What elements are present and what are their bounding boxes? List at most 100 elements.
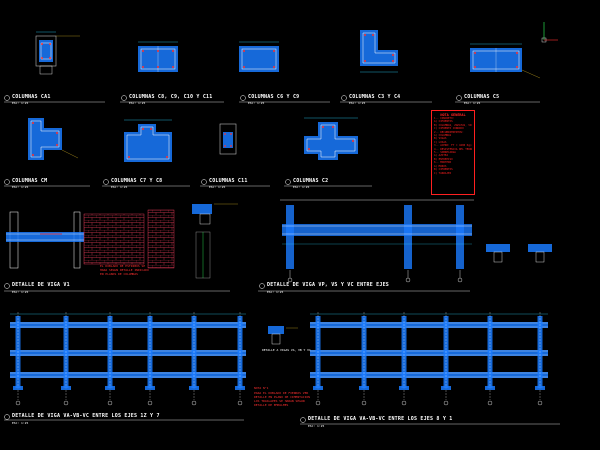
column-c4 <box>360 30 398 73</box>
scale-cm: ESC: 1:25 <box>12 185 29 189</box>
scale-viga-vp: ESC: 1:25 <box>267 290 284 294</box>
frame-beam <box>10 350 246 356</box>
general-notes-list: 1.- CONCRETO: A) CIMIENTOS B) COLUMNAS, … <box>434 117 472 175</box>
bottom-note-title: NOTA N°1 <box>254 386 269 390</box>
frame-footing <box>359 386 369 390</box>
general-note-line: A) MUROS <box>434 164 447 168</box>
label-cm: COLUMNAS CM <box>12 178 48 184</box>
frame-axis-bubble <box>537 400 543 406</box>
frame-axis-bubble <box>401 400 407 406</box>
frame-left <box>10 312 246 406</box>
mid-section <box>268 326 298 345</box>
beam-v1-section <box>192 203 238 279</box>
frame-beam <box>310 350 548 356</box>
label-c2: COLUMNAS C2 <box>293 178 329 184</box>
general-note-line: C) CIMIENTO CORRIDO <box>434 127 464 131</box>
scale-c2: ESC: 1:25 <box>293 185 310 189</box>
general-note-line: C) TARRAJEO <box>434 171 452 175</box>
general-note-line: A) AZOTEA <box>434 154 449 158</box>
label-c6: COLUMNAS C6 Y C9 <box>248 94 300 100</box>
frame-footing <box>441 386 451 390</box>
scale-cb: ESC: 1:25 <box>129 101 146 105</box>
label-c11: COLUMNAS C11 <box>209 178 248 184</box>
frame-footing <box>535 386 545 390</box>
bottom-note-2: LOS TRASLAPES SE HARAN SEGUN <box>254 399 305 403</box>
label-c5: COLUMNAS C5 <box>464 94 500 100</box>
general-note-line: 4.- RESISTENCIA DEL TERRENO <box>434 147 472 151</box>
general-note-line: 2.- RECUBRIMIENTOS: <box>434 130 464 134</box>
scale-viga-v1: ESC: 1:25 <box>12 290 29 294</box>
frame-axis-bubble <box>107 400 113 406</box>
label-c7: COLUMNAS C7 Y C8 <box>111 178 163 184</box>
beam-v1-detail <box>6 209 175 269</box>
column-c6 <box>239 41 279 72</box>
frame-axis-bubble <box>237 400 243 406</box>
frame-footing <box>485 386 495 390</box>
general-note-line: B) CIMIENTOS <box>434 168 453 172</box>
frame-footing <box>61 386 71 390</box>
axis-icon <box>541 22 558 43</box>
detail-markers <box>4 95 462 423</box>
beam-vp-detail <box>280 199 474 283</box>
scale-c7: ESC: 1:25 <box>111 185 128 189</box>
frame-axis-bubble <box>315 400 321 406</box>
label-cb: COLUMNAS C8, C9, C10 Y C11 <box>129 94 213 100</box>
general-notes-box: NOTA GENERAL 1.- CONCRETO: A) CIMIENTOS … <box>431 110 475 195</box>
scale-viga-b: ESC: 1:25 <box>308 424 325 428</box>
frame-footing <box>399 386 409 390</box>
frame-footing <box>145 386 155 390</box>
frame-footing <box>105 386 115 390</box>
frame-beam <box>10 322 246 328</box>
frame-axis-bubble <box>147 400 153 406</box>
bottom-note-3: DETALLE DE EMPALMES <box>254 403 289 407</box>
frame-axis-bubble <box>191 400 197 406</box>
label-ca1: COLUMNAS CA1 <box>12 94 51 100</box>
general-note-line: A) COLUMNAS <box>434 134 452 138</box>
frame-axis-bubble <box>487 400 493 406</box>
scale-c6: ESC: 1:25 <box>248 101 265 105</box>
column-c8 <box>138 41 178 72</box>
general-note-line: B) VIGAS <box>434 137 447 141</box>
column-ca1 <box>35 31 80 75</box>
frame-footing <box>235 386 245 390</box>
frame-beam <box>10 372 246 378</box>
scale-c4: ESC: 1:25 <box>349 101 366 105</box>
scale-c11: ESC: 1:25 <box>209 185 226 189</box>
bottom-note-0: PARA EL DOBLADO DE FIERROS VER <box>254 391 309 395</box>
frame-axis-bubble <box>361 400 367 406</box>
column-c2 <box>304 117 358 160</box>
general-note-line: 1.- CONCRETO: <box>434 117 455 120</box>
scale-c5: ESC: 1:25 <box>464 101 481 105</box>
column-c7 <box>124 119 172 162</box>
frame-footing <box>313 386 323 390</box>
general-note-line: C) LOSAS <box>434 140 447 144</box>
scale-viga-a: ESC: 1:25 <box>12 421 29 425</box>
label-viga-v1: DETALLE DE VIGA V1 <box>12 282 70 288</box>
frame-beam <box>310 372 548 378</box>
frame-axis-bubble <box>443 400 449 406</box>
column-c11 <box>219 123 237 155</box>
frame-right <box>310 312 548 406</box>
general-note-line: B) ENTREPISO <box>434 157 453 161</box>
general-note-line: A) CIMIENTOS <box>434 120 453 124</box>
beam-sections-small <box>486 244 552 263</box>
label-viga-b: DETALLE DE VIGA VA-VB-VC ENTRE LOS EJES … <box>308 416 453 422</box>
row4-label-lines <box>4 419 560 425</box>
scale-ca1: ESC: 1:25 <box>12 101 29 105</box>
general-note-line: 5.- SOBRECARGA <box>434 151 456 155</box>
red-note-2: EN PLANOS DE COLUMNAS <box>100 272 138 276</box>
red-note-0: EL DOBLADO DE ESTRIBOS SE <box>100 264 146 268</box>
frame-axis-bubble <box>63 400 69 406</box>
general-note-line: B) COLUMNAS, ZAPATAS, VIGAS Y LOSAS <box>434 123 472 127</box>
general-notes-title: NOTA GENERAL <box>440 113 466 117</box>
general-note-line: 3.- ACERO: FY = 4200 Kg/cm2 <box>434 144 472 148</box>
mid-section-label: DETALLE A VIGAS VA, VB Y VC <box>262 348 311 352</box>
red-note-1: HARA SEGUN DETALLE INDICADO <box>100 268 149 272</box>
general-note-line: 6.- MORTERO <box>434 161 452 165</box>
label-c4: COLUMNAS C3 Y C4 <box>349 94 401 100</box>
frame-axis-bubble <box>15 400 21 406</box>
frame-beam <box>310 322 548 328</box>
column-cm <box>28 118 79 160</box>
column-c5 <box>470 43 541 79</box>
